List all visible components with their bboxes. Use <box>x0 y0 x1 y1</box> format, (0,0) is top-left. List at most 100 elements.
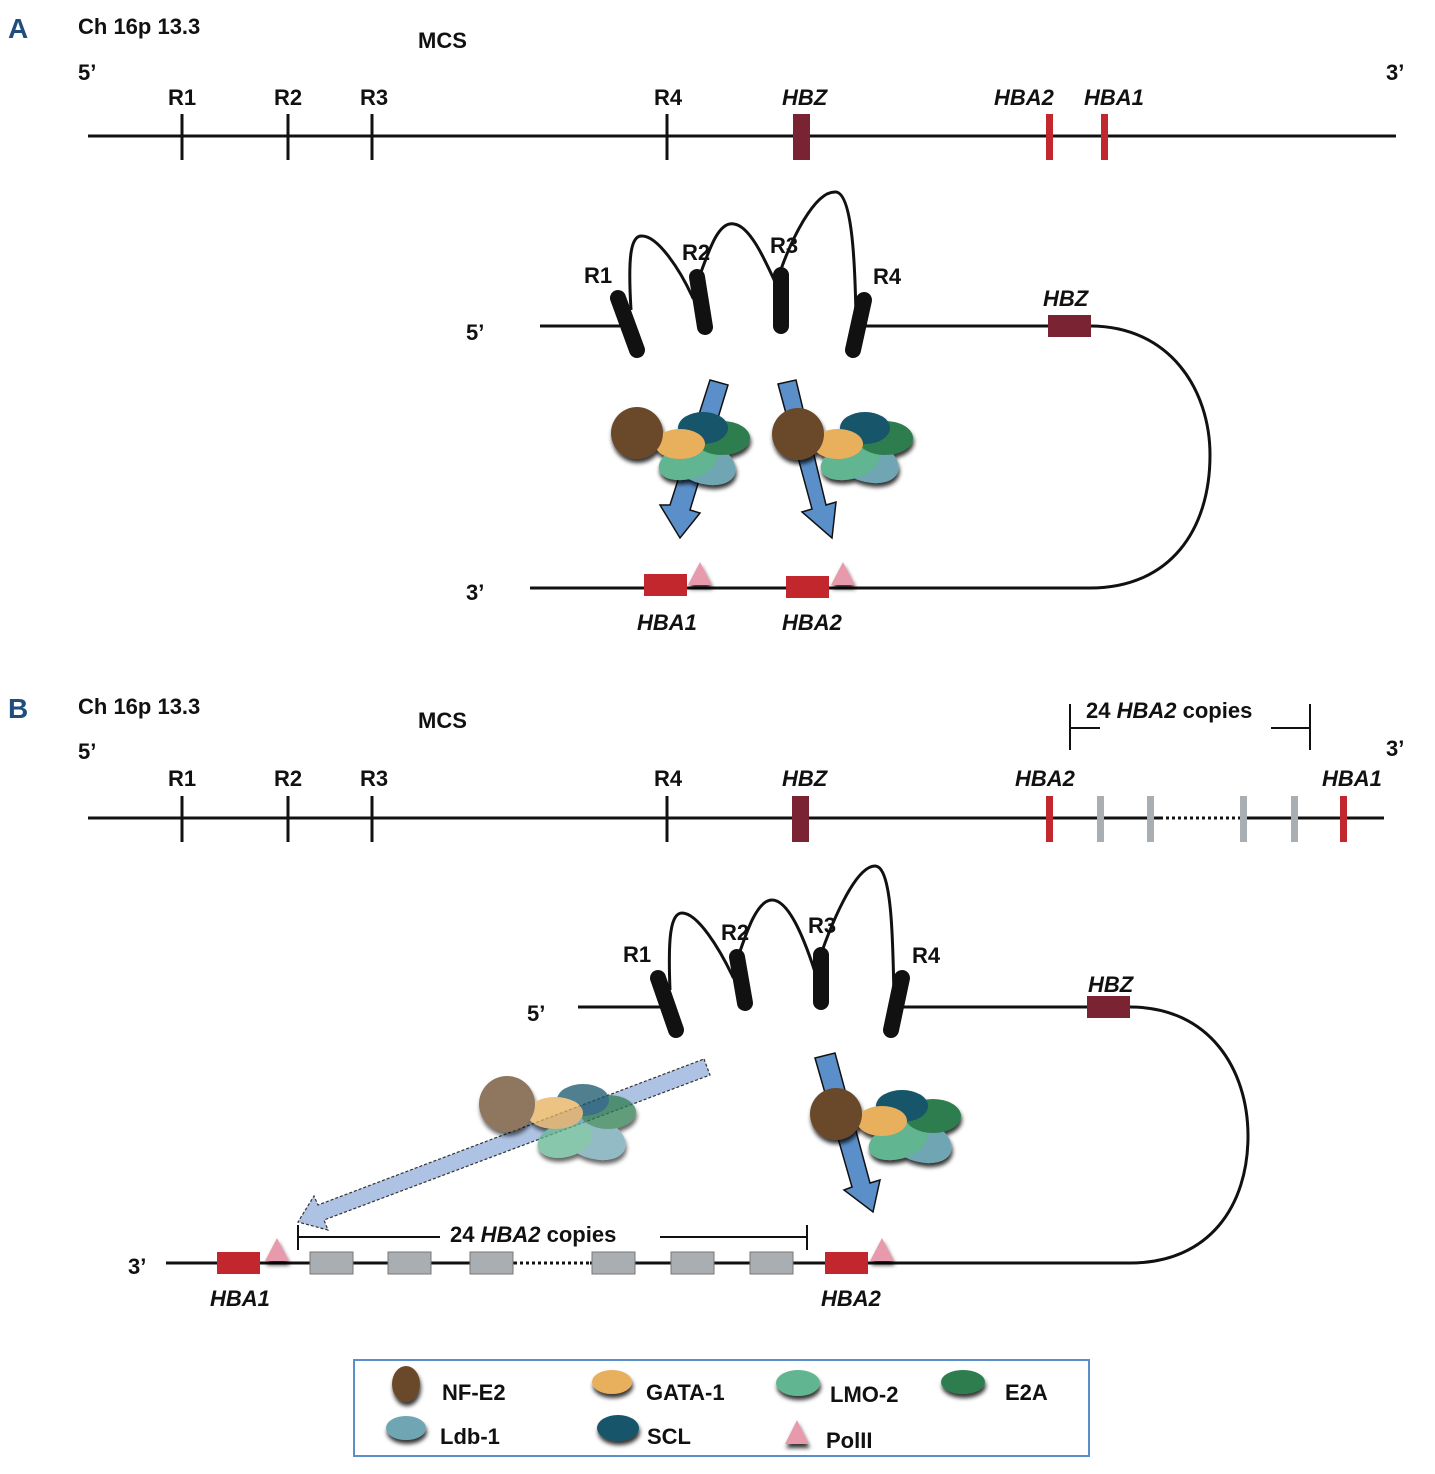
mcs-label: MCS <box>418 708 467 733</box>
loop-element-label-r4: R4 <box>873 264 902 289</box>
loop-gene-label-hba2: HBA2 <box>782 610 843 635</box>
gene-label-hba1: HBA1 <box>1322 766 1382 791</box>
loop-element-label-r2: R2 <box>721 920 749 945</box>
protein-complex-faded <box>479 1076 636 1161</box>
polii-marker <box>265 1238 289 1261</box>
protein-complex-right <box>810 1088 961 1164</box>
nfe2-protein <box>810 1088 862 1140</box>
element-label-r2: R2 <box>274 766 302 791</box>
hba2-copy <box>1240 796 1247 842</box>
legend-swatch-lmo2 <box>776 1370 820 1396</box>
panel-letter-a: A <box>8 13 28 44</box>
loop-gene-label-hba2: HBA2 <box>821 1286 882 1311</box>
legend: NF-E2 GATA-1 LMO-2 E2A Ldb-1 SCL PolII <box>353 1359 1090 1457</box>
legend-swatch-gata1 <box>592 1370 632 1394</box>
hba2-copy <box>1147 796 1154 842</box>
loop-gene-label-hbz: HBZ <box>1043 286 1090 311</box>
loop-three-prime: 3’ <box>128 1254 146 1279</box>
loop-element-label-r2: R2 <box>682 240 710 265</box>
element-label-r3: R3 <box>360 766 388 791</box>
gata1-protein <box>655 429 705 459</box>
loop-element-r1 <box>650 970 684 1038</box>
loop-three-prime: 3’ <box>466 580 484 605</box>
element-label-r4: R4 <box>654 766 683 791</box>
mcs-label: MCS <box>418 28 467 53</box>
legend-label-lmo2: LMO-2 <box>830 1382 898 1407</box>
three-prime-label: 3’ <box>1386 736 1404 761</box>
chromosome-label: Ch 16p 13.3 <box>78 694 200 719</box>
loop-return-line <box>530 324 1212 590</box>
loop-gene-hba1 <box>644 574 687 596</box>
gata1-protein <box>527 1097 583 1129</box>
element-label-r4: R4 <box>654 85 683 110</box>
loop-gene-label-hbz: HBZ <box>1088 972 1135 997</box>
legend-swatch-nfe2 <box>392 1366 420 1402</box>
legend-label-gata1: GATA-1 <box>646 1380 725 1405</box>
loop-gene-label-hba1: HBA1 <box>210 1286 270 1311</box>
loop-gene-hba1 <box>217 1252 260 1274</box>
legend-label-nfe2: NF-E2 <box>442 1380 506 1405</box>
lmo2-protein <box>537 1122 593 1158</box>
legend-label-e2a: E2A <box>1005 1380 1048 1405</box>
polii-marker <box>688 562 712 585</box>
gata1-protein <box>813 429 863 459</box>
five-prime-label: 5’ <box>78 739 96 764</box>
gene-hba1 <box>1101 114 1108 160</box>
gene-hbz <box>792 796 809 842</box>
legend-label-scl: SCL <box>647 1424 691 1449</box>
nfe2-protein <box>772 408 824 460</box>
hba2-copy <box>591 1251 636 1275</box>
chromatin-loop <box>667 864 896 1001</box>
loop-element-label-r1: R1 <box>584 263 612 288</box>
gene-label-hbz: HBZ <box>782 85 829 110</box>
legend-swatch-ldb1 <box>386 1416 426 1440</box>
loop-gene-hba2 <box>825 1252 868 1274</box>
loop-gene-label-hba1: HBA1 <box>637 610 697 635</box>
gene-hba2 <box>1046 114 1053 160</box>
element-label-r1: R1 <box>168 85 196 110</box>
loop-gene-hbz <box>1087 996 1130 1018</box>
chromosome-label: Ch 16p 13.3 <box>78 14 200 39</box>
chromatin-loop <box>628 190 858 319</box>
legend-swatch-polii <box>785 1420 809 1444</box>
hba2-copy <box>469 1251 514 1275</box>
hba2-copy <box>749 1251 794 1275</box>
hba2-copy <box>670 1251 715 1275</box>
legend-label-polii: PolII <box>826 1428 872 1453</box>
protein-complex-right <box>772 408 913 484</box>
nfe2-protein <box>479 1076 535 1132</box>
legend-swatch-e2a <box>941 1370 985 1394</box>
loop-five-prime: 5’ <box>466 320 484 345</box>
nfe2-protein <box>611 407 663 459</box>
loop-element-r1 <box>610 290 645 358</box>
loop-element-r2 <box>729 949 753 1011</box>
gene-hbz <box>793 114 810 160</box>
loop-element-label-r1: R1 <box>623 942 651 967</box>
loop-element-r4 <box>845 292 872 358</box>
protein-complex-left <box>611 407 750 486</box>
copies-label: 24 HBA2 copies <box>1086 698 1252 723</box>
element-label-r1: R1 <box>168 766 196 791</box>
element-label-r2: R2 <box>274 85 302 110</box>
hba2-copy <box>387 1251 432 1275</box>
loop-element-label-r3: R3 <box>770 233 798 258</box>
gata1-protein <box>857 1106 907 1136</box>
loop-five-prime: 5’ <box>527 1001 545 1026</box>
hba2-copy <box>1291 796 1298 842</box>
panel-b: B Ch 16p 13.3 MCS 5’ 3’ 24 HBA2 copies R… <box>8 693 1404 1311</box>
gene-label-hba2: HBA2 <box>994 85 1055 110</box>
loop-gene-hba2 <box>786 576 829 598</box>
loop-return-line <box>880 1005 1250 1265</box>
legend-swatch-scl <box>597 1415 639 1441</box>
loop-element-label-r4: R4 <box>912 943 941 968</box>
gene-label-hba1: HBA1 <box>1084 85 1144 110</box>
legend-label-ldb1: Ldb-1 <box>440 1424 500 1449</box>
hba2-copy <box>309 1251 354 1275</box>
element-label-r3: R3 <box>360 85 388 110</box>
copies-label: 24 HBA2 copies <box>450 1222 616 1247</box>
gene-hba1 <box>1340 796 1347 842</box>
loop-element-r4 <box>883 970 910 1038</box>
gene-label-hba2: HBA2 <box>1015 766 1076 791</box>
hba2-copy <box>1097 796 1104 842</box>
loop-gene-hbz <box>1048 315 1091 337</box>
